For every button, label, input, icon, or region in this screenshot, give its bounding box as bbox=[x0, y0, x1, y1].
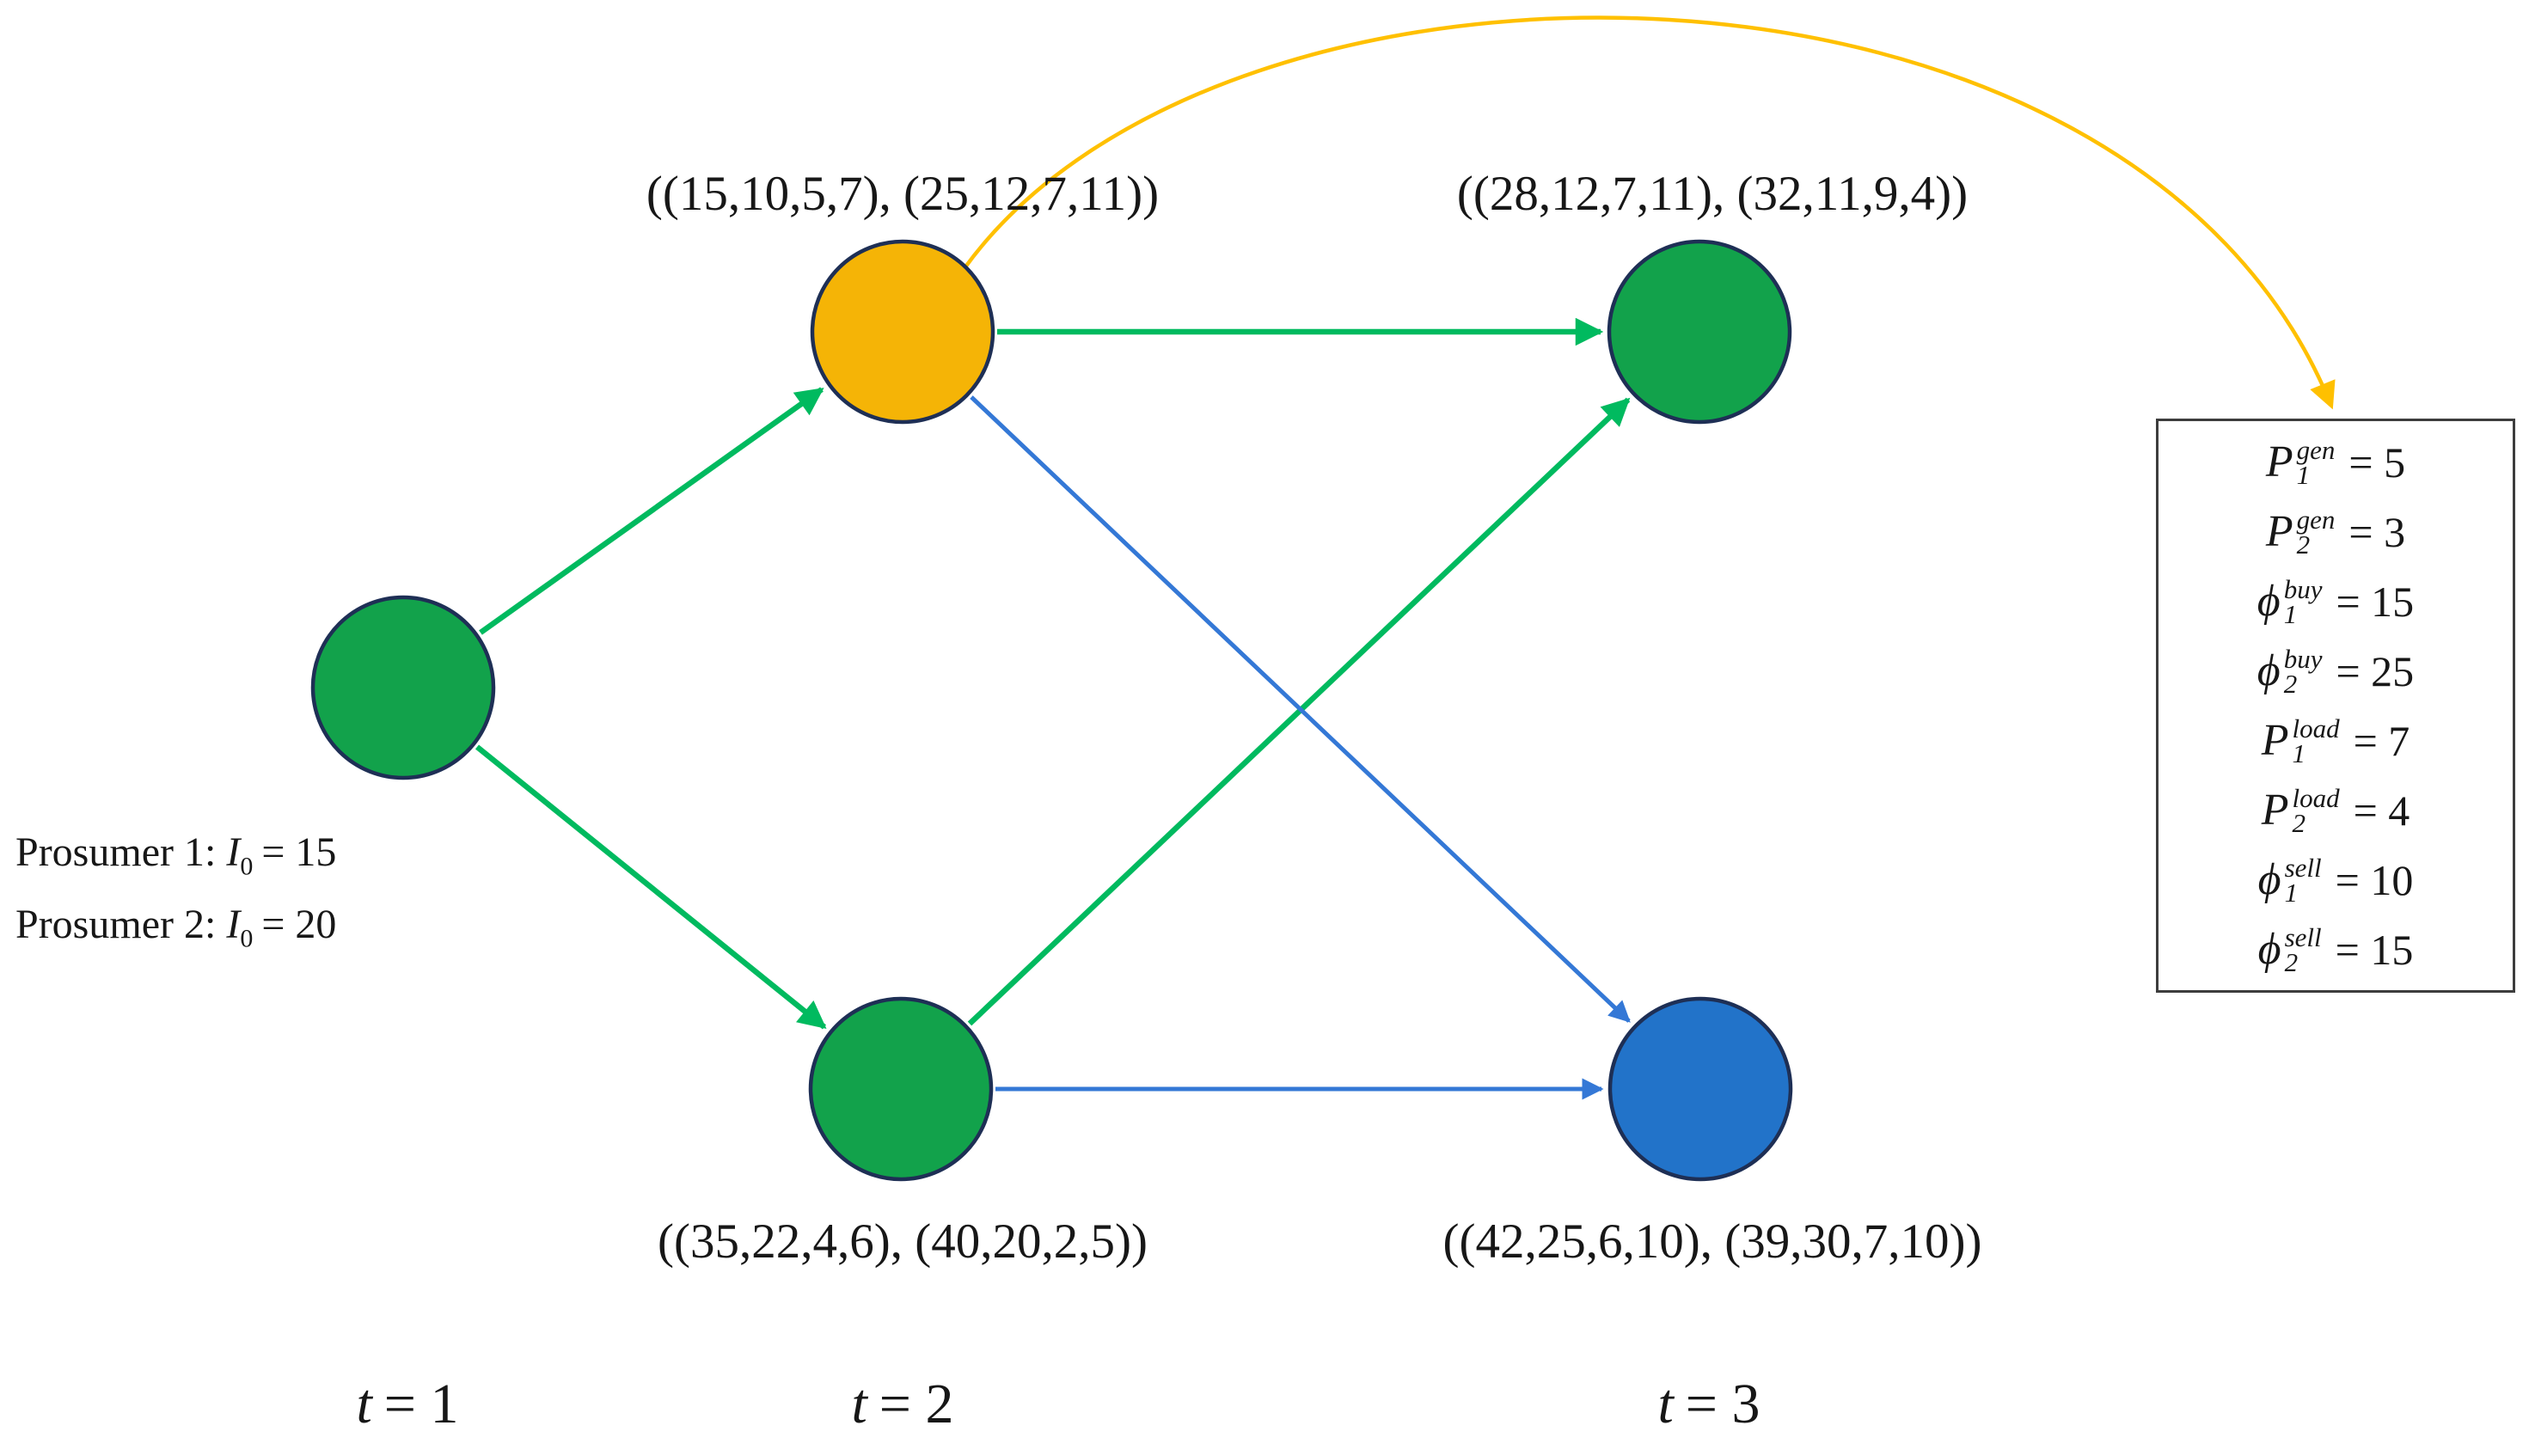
equation-value: = 7 bbox=[2353, 716, 2410, 765]
tuple-label-t3-bottom: ((42,25,6,10), (39,30,7,10)) bbox=[1442, 1214, 1982, 1269]
prosumer-1-line: Prosumer 1:I0= 15 bbox=[15, 823, 336, 896]
equation-subscript: 1 bbox=[2292, 737, 2305, 768]
equation-symbol: ϕ bbox=[2257, 854, 2281, 904]
equation-superscript: load bbox=[2292, 782, 2340, 813]
equation-superscript: gen bbox=[2296, 504, 2336, 535]
inventory-subscript: 0 bbox=[240, 852, 254, 881]
node-t1-green bbox=[310, 595, 496, 780]
edge-t2top-to-t3bottom bbox=[970, 395, 1631, 1023]
equation-subscript: 2 bbox=[2283, 668, 2298, 699]
time-variable: t bbox=[356, 1373, 372, 1435]
inventory-variable: I bbox=[226, 829, 241, 875]
time-variable: t bbox=[851, 1373, 867, 1435]
equation-superscript: sell bbox=[2284, 852, 2322, 883]
node-t2-top-orange bbox=[810, 239, 995, 425]
equation-superscript: buy bbox=[2283, 643, 2323, 674]
equation-value: = 10 bbox=[2335, 855, 2414, 904]
node-t2-bottom-green bbox=[808, 996, 994, 1182]
equation-symbol: P bbox=[2265, 437, 2293, 486]
equation-superscript: gen bbox=[2296, 434, 2336, 465]
node-t3-top-green bbox=[1607, 239, 1792, 425]
equation-subscript: 2 bbox=[2296, 529, 2311, 560]
tuple-label-t3-top: ((28,12,7,11), (32,11,9,4)) bbox=[1456, 167, 1969, 221]
equation-symbol: ϕ bbox=[2257, 924, 2281, 974]
tuple-label-t2-bottom: ((35,22,4,6), (40,20,2,5)) bbox=[658, 1214, 1148, 1269]
equation-value: = 25 bbox=[2336, 646, 2415, 695]
equation-value: = 3 bbox=[2348, 507, 2406, 556]
equation-symbol: ϕ bbox=[2257, 645, 2281, 695]
edge-t2top-to-param-box bbox=[963, 15, 2336, 410]
equation-value: = 5 bbox=[2348, 437, 2406, 486]
edge-t1-to-t2top bbox=[479, 387, 824, 635]
equation-symbol: ϕ bbox=[2257, 576, 2281, 626]
equation-superscript: load bbox=[2292, 713, 2340, 743]
equation-superscript: buy bbox=[2283, 573, 2323, 604]
equation-value: = 15 bbox=[2336, 577, 2415, 626]
equation-superscript: sell bbox=[2284, 921, 2322, 952]
equation-value: = 15 bbox=[2335, 925, 2414, 974]
time-value: = 2 bbox=[879, 1373, 954, 1435]
equation-subscript: 1 bbox=[2296, 459, 2311, 490]
timeline-label-t3: t= 3 bbox=[1657, 1372, 1760, 1437]
timeline-label-t2: t= 2 bbox=[851, 1372, 953, 1437]
prosumer-2-value: = 20 bbox=[261, 901, 337, 947]
equation-subscript: 1 bbox=[2283, 598, 2298, 629]
inventory-variable: I bbox=[226, 901, 241, 947]
equation-subscript: 2 bbox=[2284, 946, 2299, 977]
tuple-label-t2-top: ((15,10,5,7), (25,12,7,11)) bbox=[646, 167, 1160, 221]
prosumer-1-prefix: Prosumer 1: bbox=[15, 829, 217, 875]
node-t3-bottom-blue bbox=[1607, 996, 1793, 1182]
equation-subscript: 1 bbox=[2284, 877, 2299, 908]
timeline-label-t1: t= 1 bbox=[356, 1372, 458, 1437]
equation-value: = 4 bbox=[2353, 786, 2410, 835]
equation-subscript: 2 bbox=[2292, 807, 2305, 838]
equation-symbol: P bbox=[2265, 506, 2293, 556]
time-value: = 1 bbox=[383, 1373, 459, 1435]
prosumer-2-prefix: Prosumer 2: bbox=[15, 901, 217, 947]
time-value: = 3 bbox=[1685, 1373, 1761, 1435]
time-variable: t bbox=[1657, 1373, 1674, 1435]
edge-t1-to-t2bottom bbox=[475, 744, 827, 1030]
equation-symbol: P bbox=[2261, 785, 2289, 835]
prosumer-1-value: = 15 bbox=[261, 829, 337, 875]
edge-t2bottom-to-t3top bbox=[967, 397, 1631, 1026]
prosumer-initial-inventory-note: Prosumer 1:I0= 15 Prosumer 2:I0= 20 bbox=[15, 823, 336, 967]
equation-symbol: P bbox=[2261, 715, 2289, 765]
prosumer-2-line: Prosumer 2:I0= 20 bbox=[15, 896, 336, 968]
inventory-subscript: 0 bbox=[240, 924, 254, 953]
